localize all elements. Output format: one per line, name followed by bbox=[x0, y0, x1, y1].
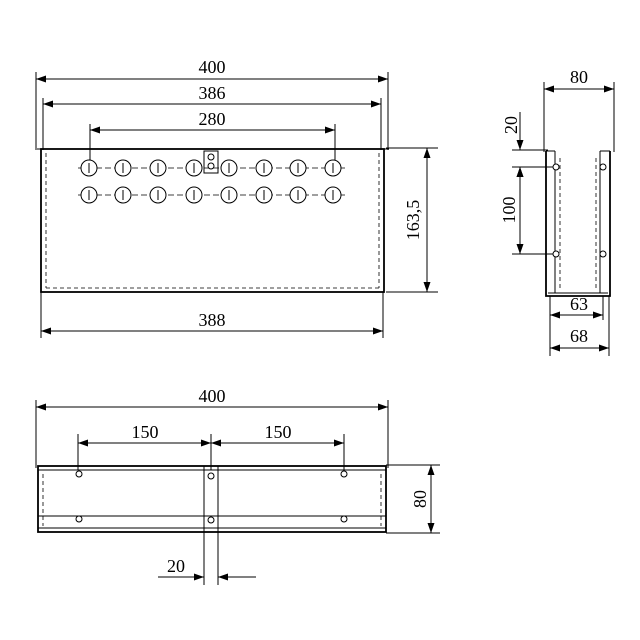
dim-side-width-top: 80 bbox=[570, 67, 588, 87]
top-view: 400 150 150 80 20 bbox=[35, 386, 440, 585]
side-panel-outline bbox=[545, 151, 611, 297]
dim-side-outer-width: 68 bbox=[570, 326, 588, 346]
dim-front-width-outer: 400 bbox=[199, 57, 226, 77]
dim-side-mount-spacing: 100 bbox=[499, 197, 519, 224]
dim-side-offset-top: 20 bbox=[501, 116, 521, 134]
dim-top-width: 400 bbox=[199, 386, 226, 406]
dim-top-depth: 80 bbox=[410, 490, 430, 508]
dim-front-height: 163,5 bbox=[403, 200, 423, 241]
front-view: 400 386 280 163,5 388 bbox=[35, 57, 438, 338]
dim-hole-span: 280 bbox=[199, 109, 226, 129]
dim-front-width-inner: 386 bbox=[199, 83, 226, 103]
dim-top-left-spacing: 150 bbox=[132, 422, 159, 442]
dim-top-right-spacing: 150 bbox=[265, 422, 292, 442]
side-view: 80 20 100 63 68 bbox=[499, 67, 615, 356]
dim-side-inner-width: 63 bbox=[570, 294, 588, 314]
knockout-holes bbox=[80, 153, 342, 204]
dim-top-center-gap: 20 bbox=[167, 556, 185, 576]
dim-front-base-width: 388 bbox=[199, 310, 226, 330]
